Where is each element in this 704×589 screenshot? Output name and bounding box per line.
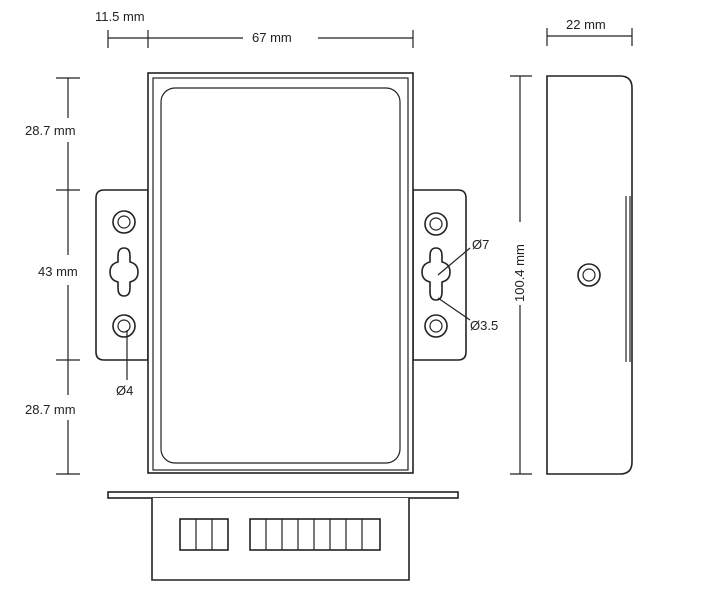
side-screw-icon xyxy=(577,263,601,287)
right-top-hole-icon xyxy=(424,212,448,236)
slot-small-label: Ø3.5 xyxy=(470,318,498,333)
hole-diameter-label: Ø4 xyxy=(116,383,133,398)
right-keyhole-slot-icon xyxy=(421,247,451,301)
slot-large-label: Ø7 xyxy=(472,237,489,252)
front-view xyxy=(95,72,467,474)
left-bottom-hole-icon xyxy=(112,314,136,338)
left-keyhole-slot-icon xyxy=(109,247,139,297)
bottom-view xyxy=(107,491,459,581)
flange-width-label: 11.5 mm xyxy=(95,9,145,24)
bottom-segment-label: 28.7 mm xyxy=(25,402,76,417)
height-dimension-lines xyxy=(510,75,532,475)
depth-label: 22 mm xyxy=(566,17,606,32)
left-top-hole-icon xyxy=(112,210,136,234)
right-bottom-hole-icon xyxy=(424,314,448,338)
top-segment-label: 28.7 mm xyxy=(25,123,76,138)
slot-large-leader-line xyxy=(437,247,471,276)
middle-segment-label: 43 mm xyxy=(38,264,78,279)
total-height-label: 100.4 mm xyxy=(512,244,527,302)
top-dimension-lines xyxy=(107,28,633,48)
side-view xyxy=(546,75,633,475)
left-dimension-lines xyxy=(56,77,80,475)
slot-small-leader-line xyxy=(437,297,471,321)
body-width-label: 67 mm xyxy=(252,30,292,45)
